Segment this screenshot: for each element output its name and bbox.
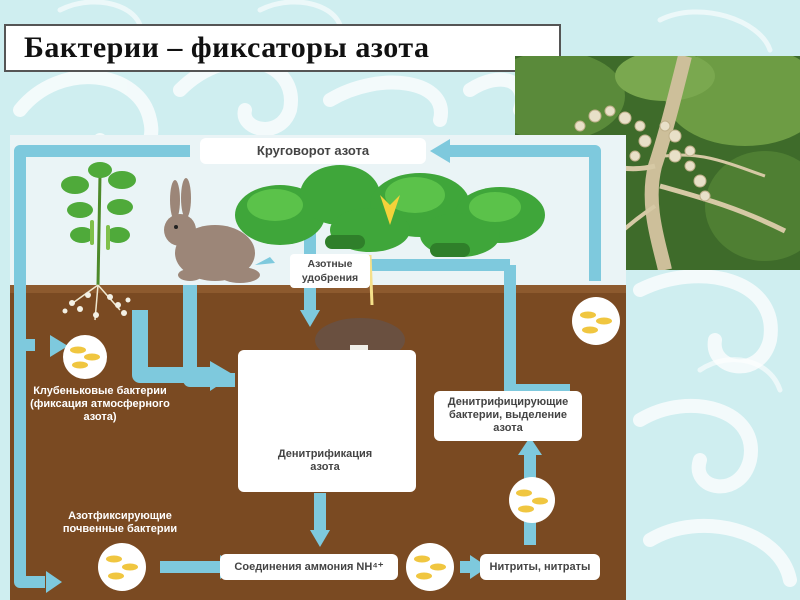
soil-bacteria-label: Азотфиксирующие почвенные бактерии [62,510,178,535]
rabbit [164,178,260,283]
nitrites-label: Нитриты, нитраты [480,554,600,580]
pumpkin-plant [235,165,545,306]
bean-plant [61,162,136,321]
slide-title: Бактерии – фиксаторы азота [4,24,561,72]
cycle-title: Круговорот азота [200,138,426,164]
denitrification-label: Денитрификация азота [277,448,373,473]
denitrifying-bacteria-label: Денитрифицирующие бактерии, выделение аз… [434,391,582,441]
ammonium-label: Соединения аммония NH⁴⁺ [220,554,398,580]
fertilizer-label: Азотные удобрения [290,254,370,288]
denitrification-box [238,350,416,492]
nodule-bacteria-label: Клубеньковые бактерии (фиксация атмосфер… [30,385,170,423]
